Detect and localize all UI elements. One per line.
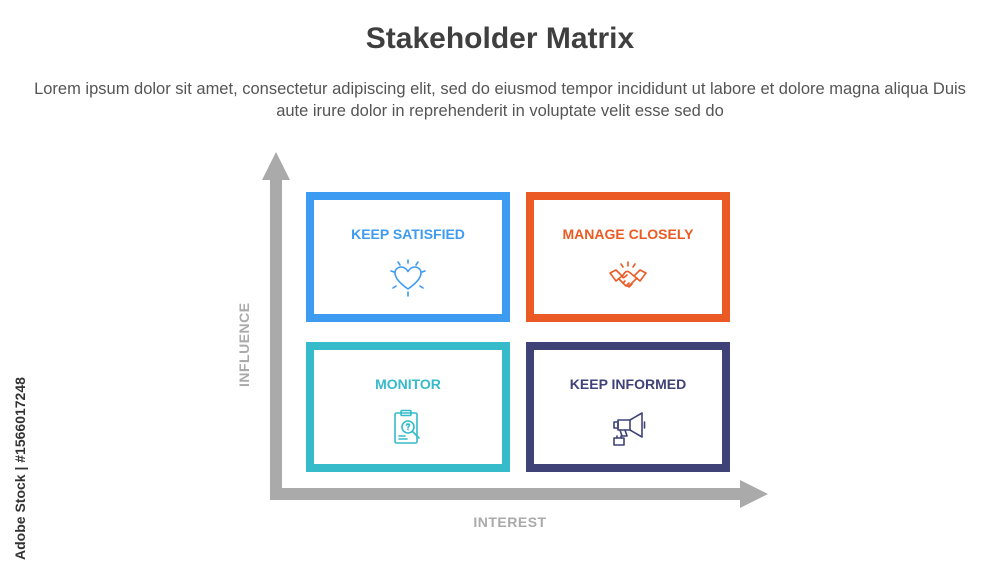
- quadrant-keep-satisfied: KEEP SATISFIED: [306, 192, 510, 322]
- megaphone-icon: [613, 412, 646, 446]
- x-axis-label: INTEREST: [473, 514, 547, 530]
- y-axis-line: [270, 178, 282, 498]
- clipboard-search-icon: [394, 409, 420, 444]
- x-axis-arrow: [740, 480, 768, 508]
- quadrant-label: KEEP INFORMED: [569, 376, 687, 392]
- quadrant-label: KEEP SATISFIED: [351, 226, 465, 242]
- quadrant-manage-closely: MANAGE CLOSELY: [526, 192, 730, 322]
- y-axis-arrow: [262, 152, 290, 180]
- page-title: Stakeholder Matrix: [365, 22, 635, 55]
- x-axis-line: [270, 488, 744, 500]
- page-description: Lorem ipsum dolor sit amet, consectetur …: [34, 80, 966, 120]
- quadrant-label: MONITOR: [375, 376, 441, 392]
- heart-icon: [390, 259, 426, 297]
- quadrant-keep-informed: KEEP INFORMED: [526, 342, 730, 472]
- y-axis-label: INFLUENCE: [236, 302, 252, 388]
- handshake-icon: [609, 261, 647, 288]
- quadrant-monitor: MONITOR: [306, 342, 510, 472]
- quadrant-label: MANAGE CLOSELY: [562, 226, 694, 242]
